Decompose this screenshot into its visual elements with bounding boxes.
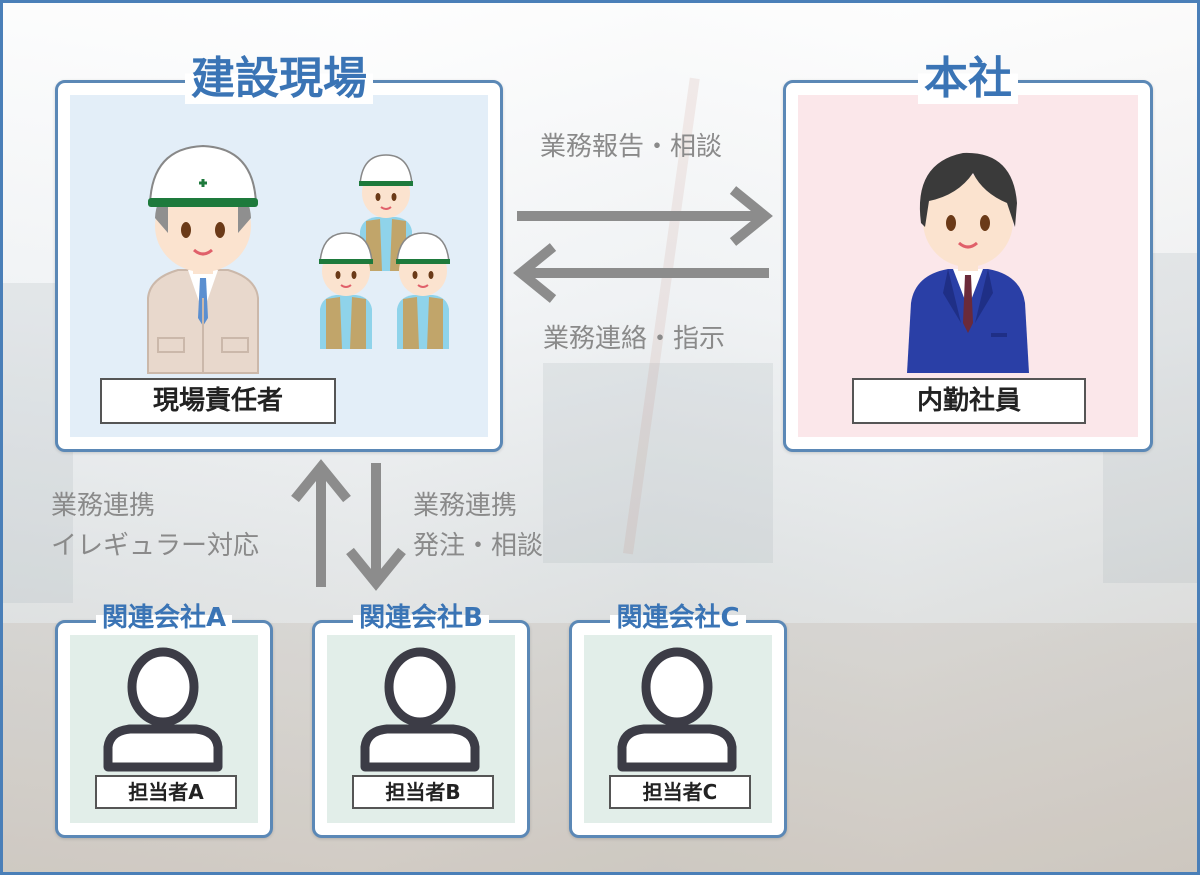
arrow-right-icon [517,186,773,246]
vest-worker-icon [396,232,450,349]
site-panel: 建設現場 [55,53,503,452]
person-silhouette-icon [617,647,737,772]
arrow-caption-up-line1: 業務連携 [51,491,156,521]
arrow-caption-to-hq: 業務報告・相談 [540,132,723,162]
company-title-a: 関連会社A [58,601,270,635]
arrow-caption-up-line2: イレギュラー対応 [51,531,260,561]
vest-worker-icon [359,154,413,271]
site-title: 建設現場 [58,53,500,105]
person-silhouette-icon [360,647,480,772]
businessman-icon [907,152,1029,373]
helmet-worker-icon [147,144,259,374]
hq-employee-label: 内勤社員 [852,378,1086,424]
hq-panel: 本社 内勤社員 [783,53,1153,452]
company-panel-c: 関連会社C 担当者C [569,603,787,838]
person-silhouette-icon [103,647,223,772]
arrow-caption-down-line1: 業務連携 [413,491,518,521]
company-person-label-c: 担当者C [609,775,751,809]
hq-title: 本社 [786,53,1150,105]
arrow-left-icon [513,243,769,303]
company-person-label-a: 担当者A [95,775,237,809]
vest-worker-icon [319,232,373,349]
company-panel-a: 関連会社A 担当者A [55,603,273,838]
arrow-up-icon [291,459,351,587]
arrow-down-icon [346,463,406,591]
arrow-caption-to-site: 業務連絡・指示 [543,324,726,354]
site-manager-label: 現場責任者 [100,378,336,424]
company-person-label-b: 担当者B [352,775,494,809]
bg-building [543,363,773,563]
arrow-caption-down-line2: 発注・相談 [413,531,544,561]
company-title-b: 関連会社B [315,601,527,635]
company-title-c: 関連会社C [572,601,784,635]
company-panel-b: 関連会社B 担当者B [312,603,530,838]
